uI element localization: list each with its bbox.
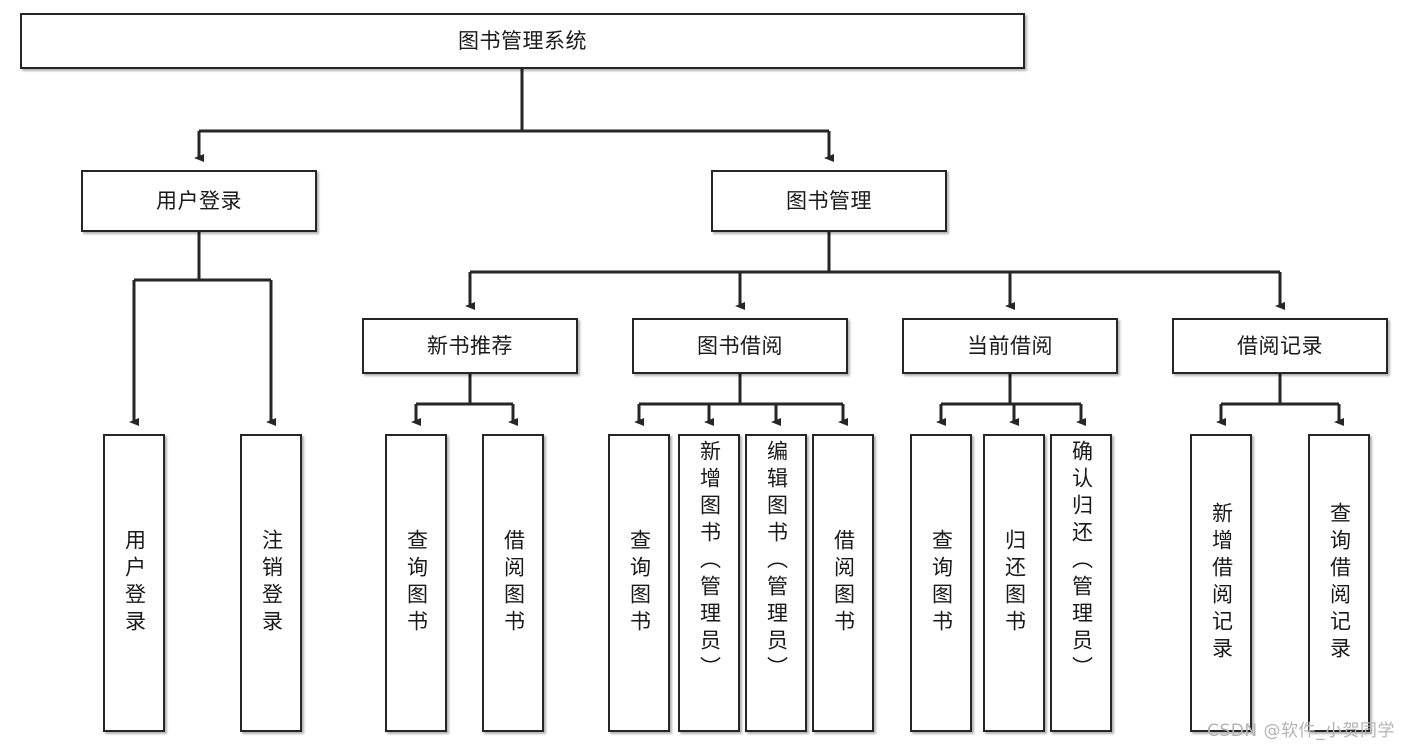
node-root-system[interactable]: 图书管理系统 (20, 13, 1025, 69)
node-leaf-user-login-label: 用户登录 (122, 529, 147, 637)
node-leaf-query-book-3[interactable]: 查询图书 (910, 434, 972, 732)
node-book-manage-label: 图书管理 (786, 188, 872, 213)
node-leaf-query-book-2[interactable]: 查询图书 (608, 434, 670, 732)
node-book-borrow-label: 图书借阅 (697, 333, 783, 358)
node-leaf-add-book-admin[interactable]: 新增图书（管理员） (678, 434, 740, 732)
node-leaf-query-book-1-label: 查询图书 (404, 529, 429, 637)
node-leaf-edit-book-admin-label: 编辑图书（管理员） (764, 440, 789, 683)
node-leaf-query-borrow-record[interactable]: 查询借阅记录 (1308, 434, 1370, 732)
node-leaf-query-borrow-record-label: 查询借阅记录 (1327, 502, 1352, 664)
node-leaf-logout-login[interactable]: 注销登录 (240, 434, 302, 732)
node-new-book-recommend[interactable]: 新书推荐 (362, 318, 578, 374)
node-book-manage[interactable]: 图书管理 (711, 170, 947, 232)
node-leaf-add-borrow-record-label: 新增借阅记录 (1209, 502, 1234, 664)
node-leaf-return-book[interactable]: 归还图书 (983, 434, 1045, 732)
node-leaf-edit-book-admin[interactable]: 编辑图书（管理员） (745, 434, 807, 732)
node-user-login-label: 用户登录 (156, 188, 242, 213)
node-leaf-query-book-3-label: 查询图书 (929, 529, 954, 637)
node-leaf-borrow-book-1-label: 借阅图书 (501, 529, 526, 637)
node-book-borrow[interactable]: 图书借阅 (632, 318, 848, 374)
node-leaf-add-borrow-record[interactable]: 新增借阅记录 (1190, 434, 1252, 732)
node-root-label: 图书管理系统 (458, 28, 587, 53)
node-leaf-confirm-return-admin[interactable]: 确认归还（管理员） (1050, 434, 1112, 732)
node-leaf-borrow-book-1[interactable]: 借阅图书 (482, 434, 544, 732)
node-borrow-record[interactable]: 借阅记录 (1172, 318, 1388, 374)
node-leaf-add-book-admin-label: 新增图书（管理员） (697, 440, 722, 683)
csdn-watermark: CSDN @软件_小贺同学 (1207, 721, 1395, 741)
node-leaf-query-book-1[interactable]: 查询图书 (385, 434, 447, 732)
node-leaf-borrow-book-2[interactable]: 借阅图书 (812, 434, 874, 732)
node-leaf-confirm-return-admin-label: 确认归还（管理员） (1069, 440, 1094, 683)
node-borrow-record-label: 借阅记录 (1237, 333, 1323, 358)
node-leaf-return-book-label: 归还图书 (1002, 529, 1027, 637)
node-leaf-user-login[interactable]: 用户登录 (103, 434, 165, 732)
node-current-borrow-label: 当前借阅 (967, 333, 1053, 358)
node-new-book-recommend-label: 新书推荐 (427, 333, 513, 358)
node-current-borrow[interactable]: 当前借阅 (902, 318, 1118, 374)
node-leaf-query-book-2-label: 查询图书 (627, 529, 652, 637)
node-user-login[interactable]: 用户登录 (81, 170, 317, 232)
node-leaf-logout-login-label: 注销登录 (259, 529, 284, 637)
node-leaf-borrow-book-2-label: 借阅图书 (831, 529, 856, 637)
